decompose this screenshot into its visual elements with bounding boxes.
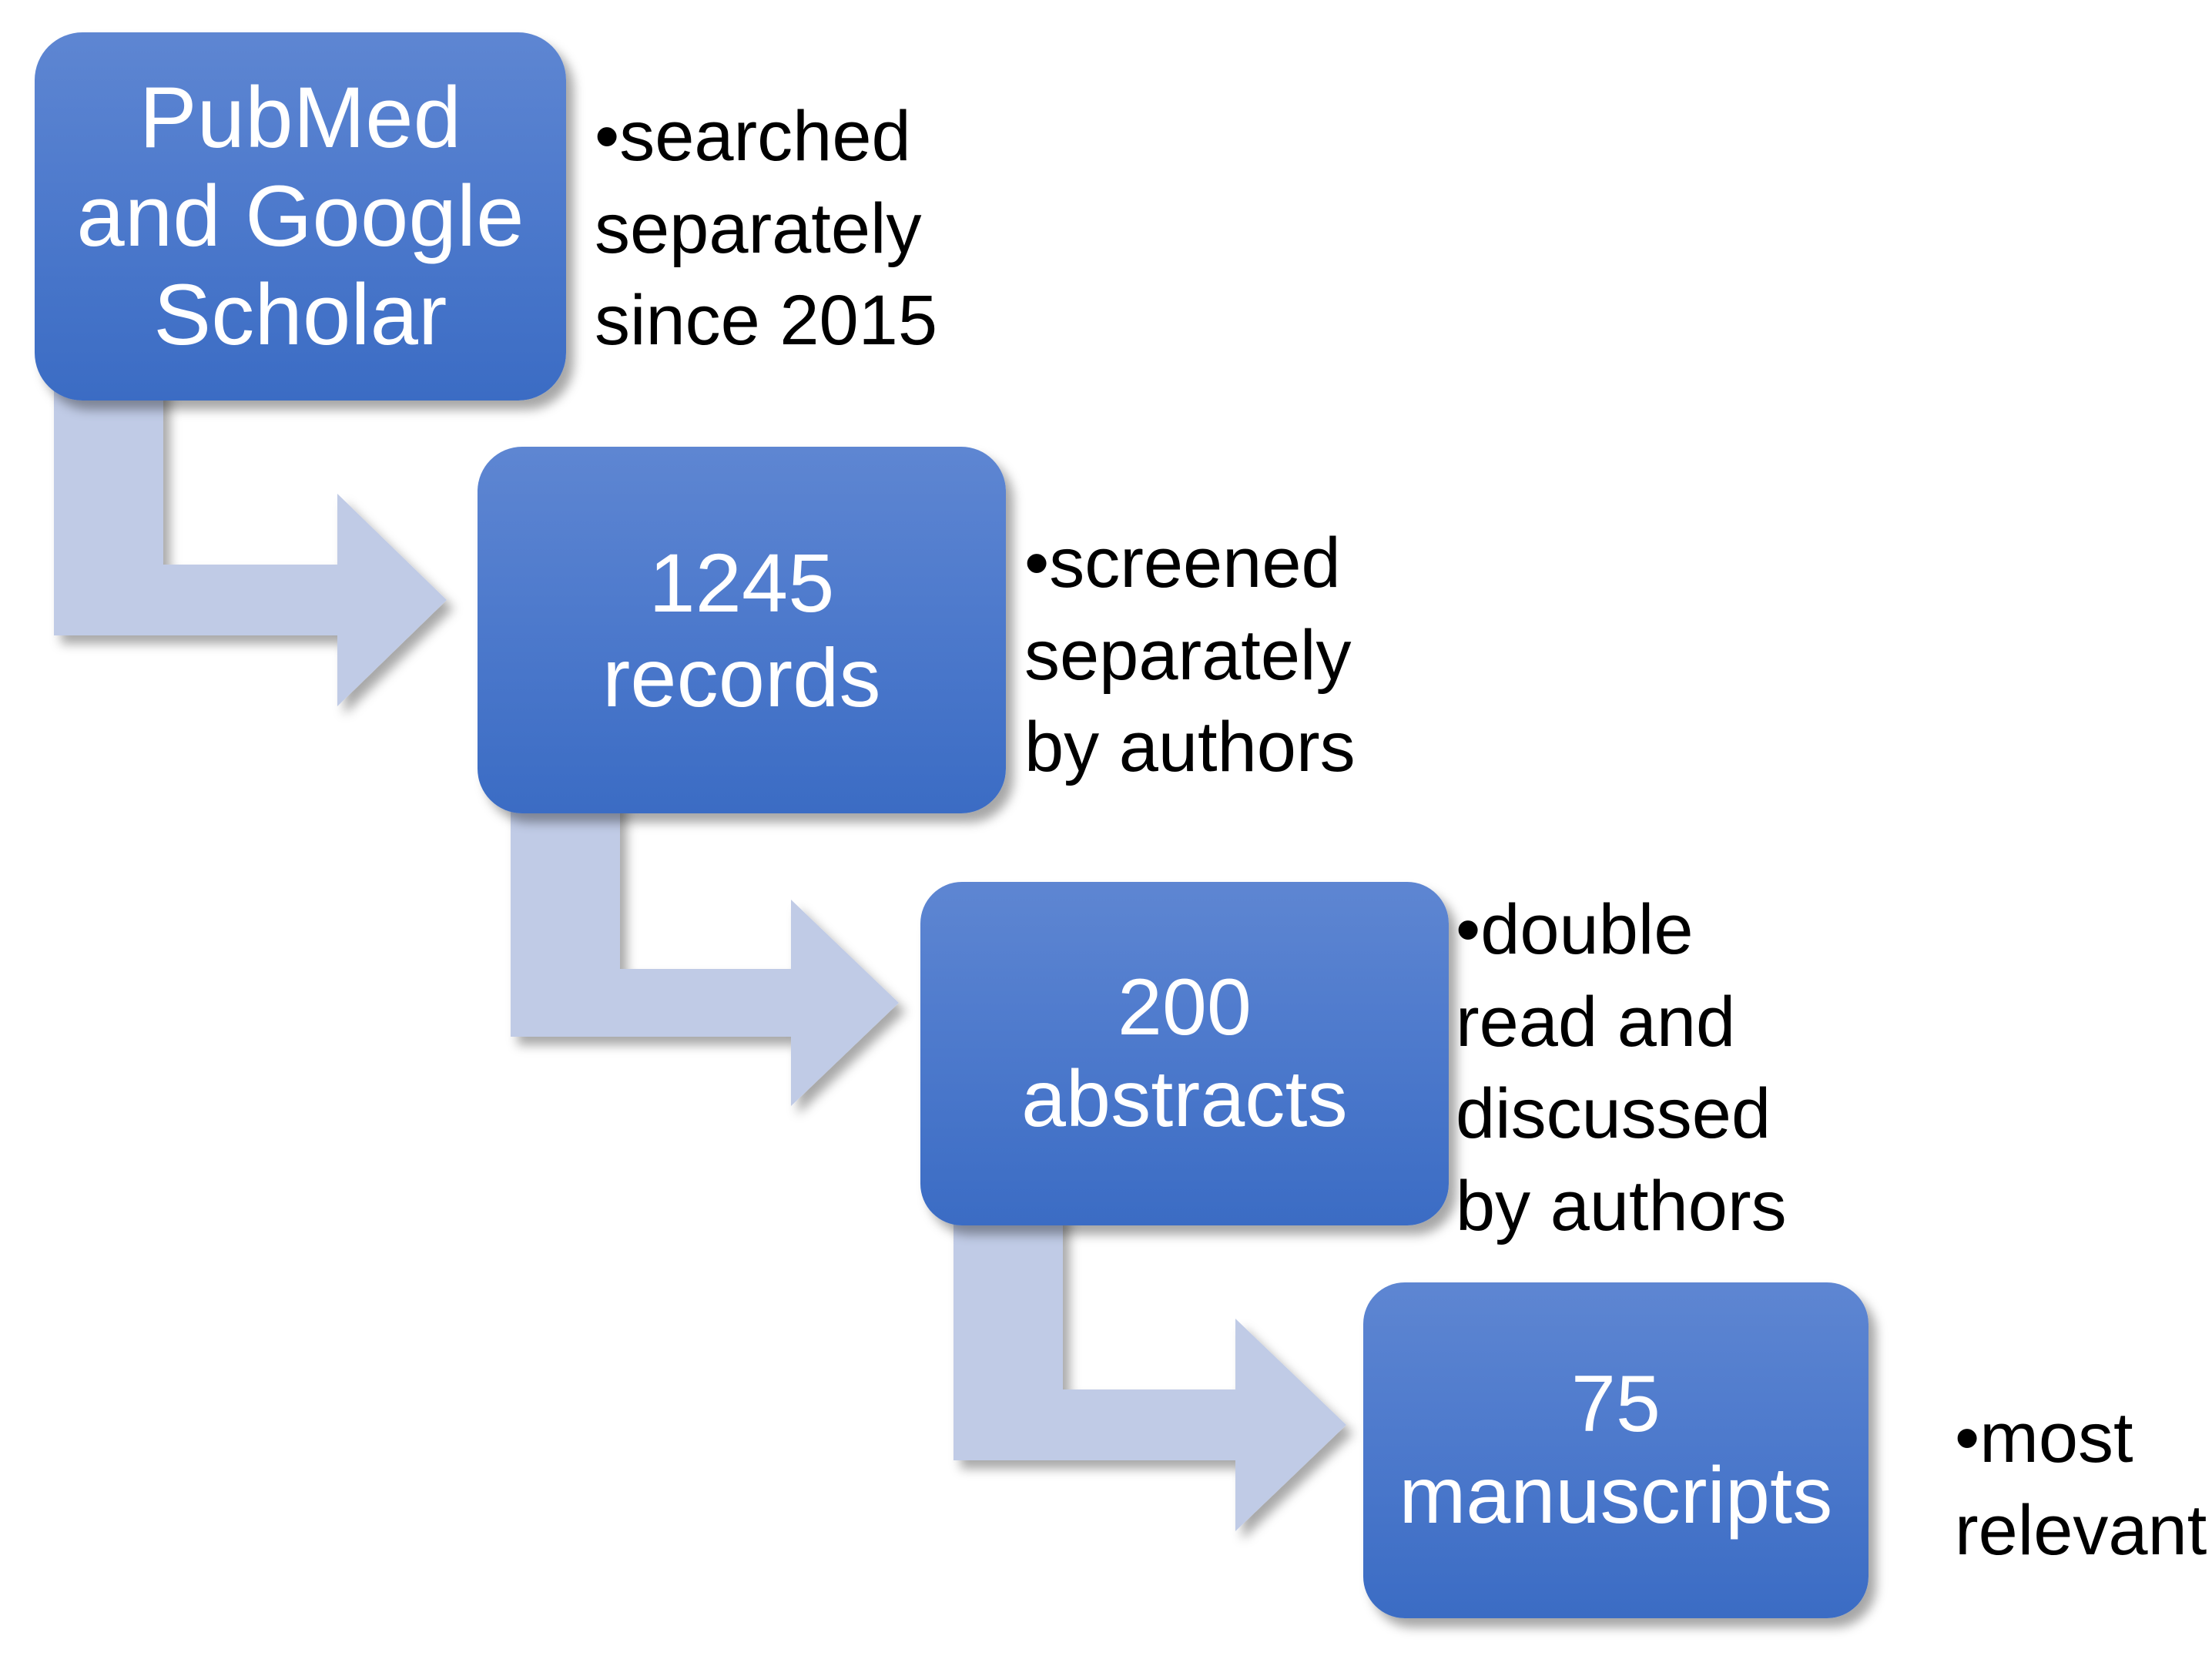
process-node-manuscripts-label: 75 manuscripts xyxy=(1399,1359,1833,1540)
process-node-records-label: 1245 records xyxy=(602,535,881,724)
process-node-sources[interactable]: PubMed and Google Scholar xyxy=(35,32,566,401)
annotation-sources: •searched separately since 2015 xyxy=(595,97,937,360)
annotation-manuscripts: •most relevant xyxy=(1955,1399,2207,1570)
process-node-abstracts[interactable]: 200 abstracts xyxy=(920,882,1449,1225)
annotation-records: •screened separately by authors xyxy=(1024,524,1356,787)
connector-arrow-sources-to-records xyxy=(54,381,447,706)
connector-arrow-abstracts-to-manuscripts xyxy=(954,1209,1346,1531)
connector-arrow-records-to-abstracts xyxy=(511,795,899,1106)
process-node-records[interactable]: 1245 records xyxy=(478,447,1006,813)
annotation-abstracts: •double read and discussed by authors xyxy=(1456,890,1787,1245)
process-node-abstracts-label: 200 abstracts xyxy=(1021,963,1348,1144)
process-node-sources-label: PubMed and Google Scholar xyxy=(76,69,525,363)
process-node-manuscripts[interactable]: 75 manuscripts xyxy=(1363,1282,1868,1618)
